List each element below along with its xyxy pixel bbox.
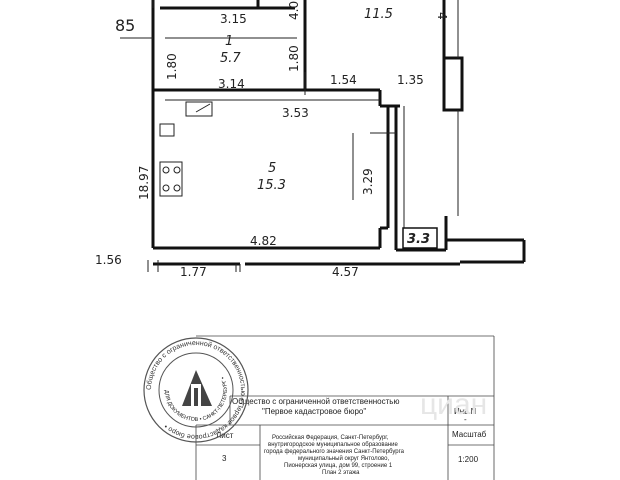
balcony-box: [402, 227, 438, 249]
sheet-value: 3: [222, 454, 227, 463]
address-line-6: План 2 этажа: [322, 470, 360, 476]
watermark: циан: [420, 388, 487, 421]
inv-label: Инв.N: [454, 407, 477, 416]
title-block: [195, 335, 495, 480]
dim-3-15: 3.15: [220, 12, 247, 26]
dim-4-57: 4.57: [332, 265, 359, 279]
dim-3-53: 3.53: [282, 106, 309, 120]
org-line-2: "Первое кадастровое бюро": [262, 407, 366, 416]
dim-4-0: 4.0: [287, 1, 301, 20]
inv-value: -: [464, 415, 467, 424]
dim-4-82: 4.82: [250, 234, 277, 248]
address-line-1: Российская Федерация, Санкт-Петербург,: [272, 434, 389, 441]
address-line-5: Пионерская улица, дом 99, строение 1: [284, 463, 393, 469]
scale-value: 1:200: [458, 455, 479, 464]
address-line-2: внутригородское муниципальное образовани…: [268, 442, 398, 448]
dim-right-1-80: 1.80: [287, 45, 301, 72]
dim-1-35: 1.35: [397, 73, 424, 87]
sheet-label: Лист: [216, 431, 234, 440]
balcony-area: 3.3: [407, 232, 430, 247]
walls: [151, 0, 526, 266]
top-left-number: 85: [115, 16, 135, 35]
address-line-3: города федерального значения Санкт-Петер…: [264, 449, 405, 455]
dim-1-54: 1.54: [330, 73, 357, 87]
room-top-area: 11.5: [364, 7, 393, 22]
dim-left-1-80: 1.80: [165, 53, 179, 80]
kitchen-fixtures: [159, 101, 213, 197]
org-line-1: Общество с ограниченной ответственностью: [232, 397, 399, 406]
dim-1-77: 1.77: [180, 265, 207, 279]
address-line-4: муниципальный округ Янтолово,: [298, 455, 389, 462]
room-5-area: 15.3: [257, 178, 286, 193]
dim-3-14: 3.14: [218, 77, 245, 91]
room-1-number: 1: [225, 34, 233, 49]
scale-label: Масштаб: [452, 430, 487, 439]
room-1-area: 5.7: [220, 51, 241, 66]
dim-18-97: 18.97: [137, 166, 151, 200]
thin-lines: [120, 0, 459, 272]
dim-1-56: 1.56: [95, 253, 122, 267]
dim-4: 4: [435, 12, 449, 20]
stamp-logo: [182, 370, 212, 406]
dim-3-29: 3.29: [361, 168, 375, 195]
room-5-number: 5: [268, 161, 276, 176]
